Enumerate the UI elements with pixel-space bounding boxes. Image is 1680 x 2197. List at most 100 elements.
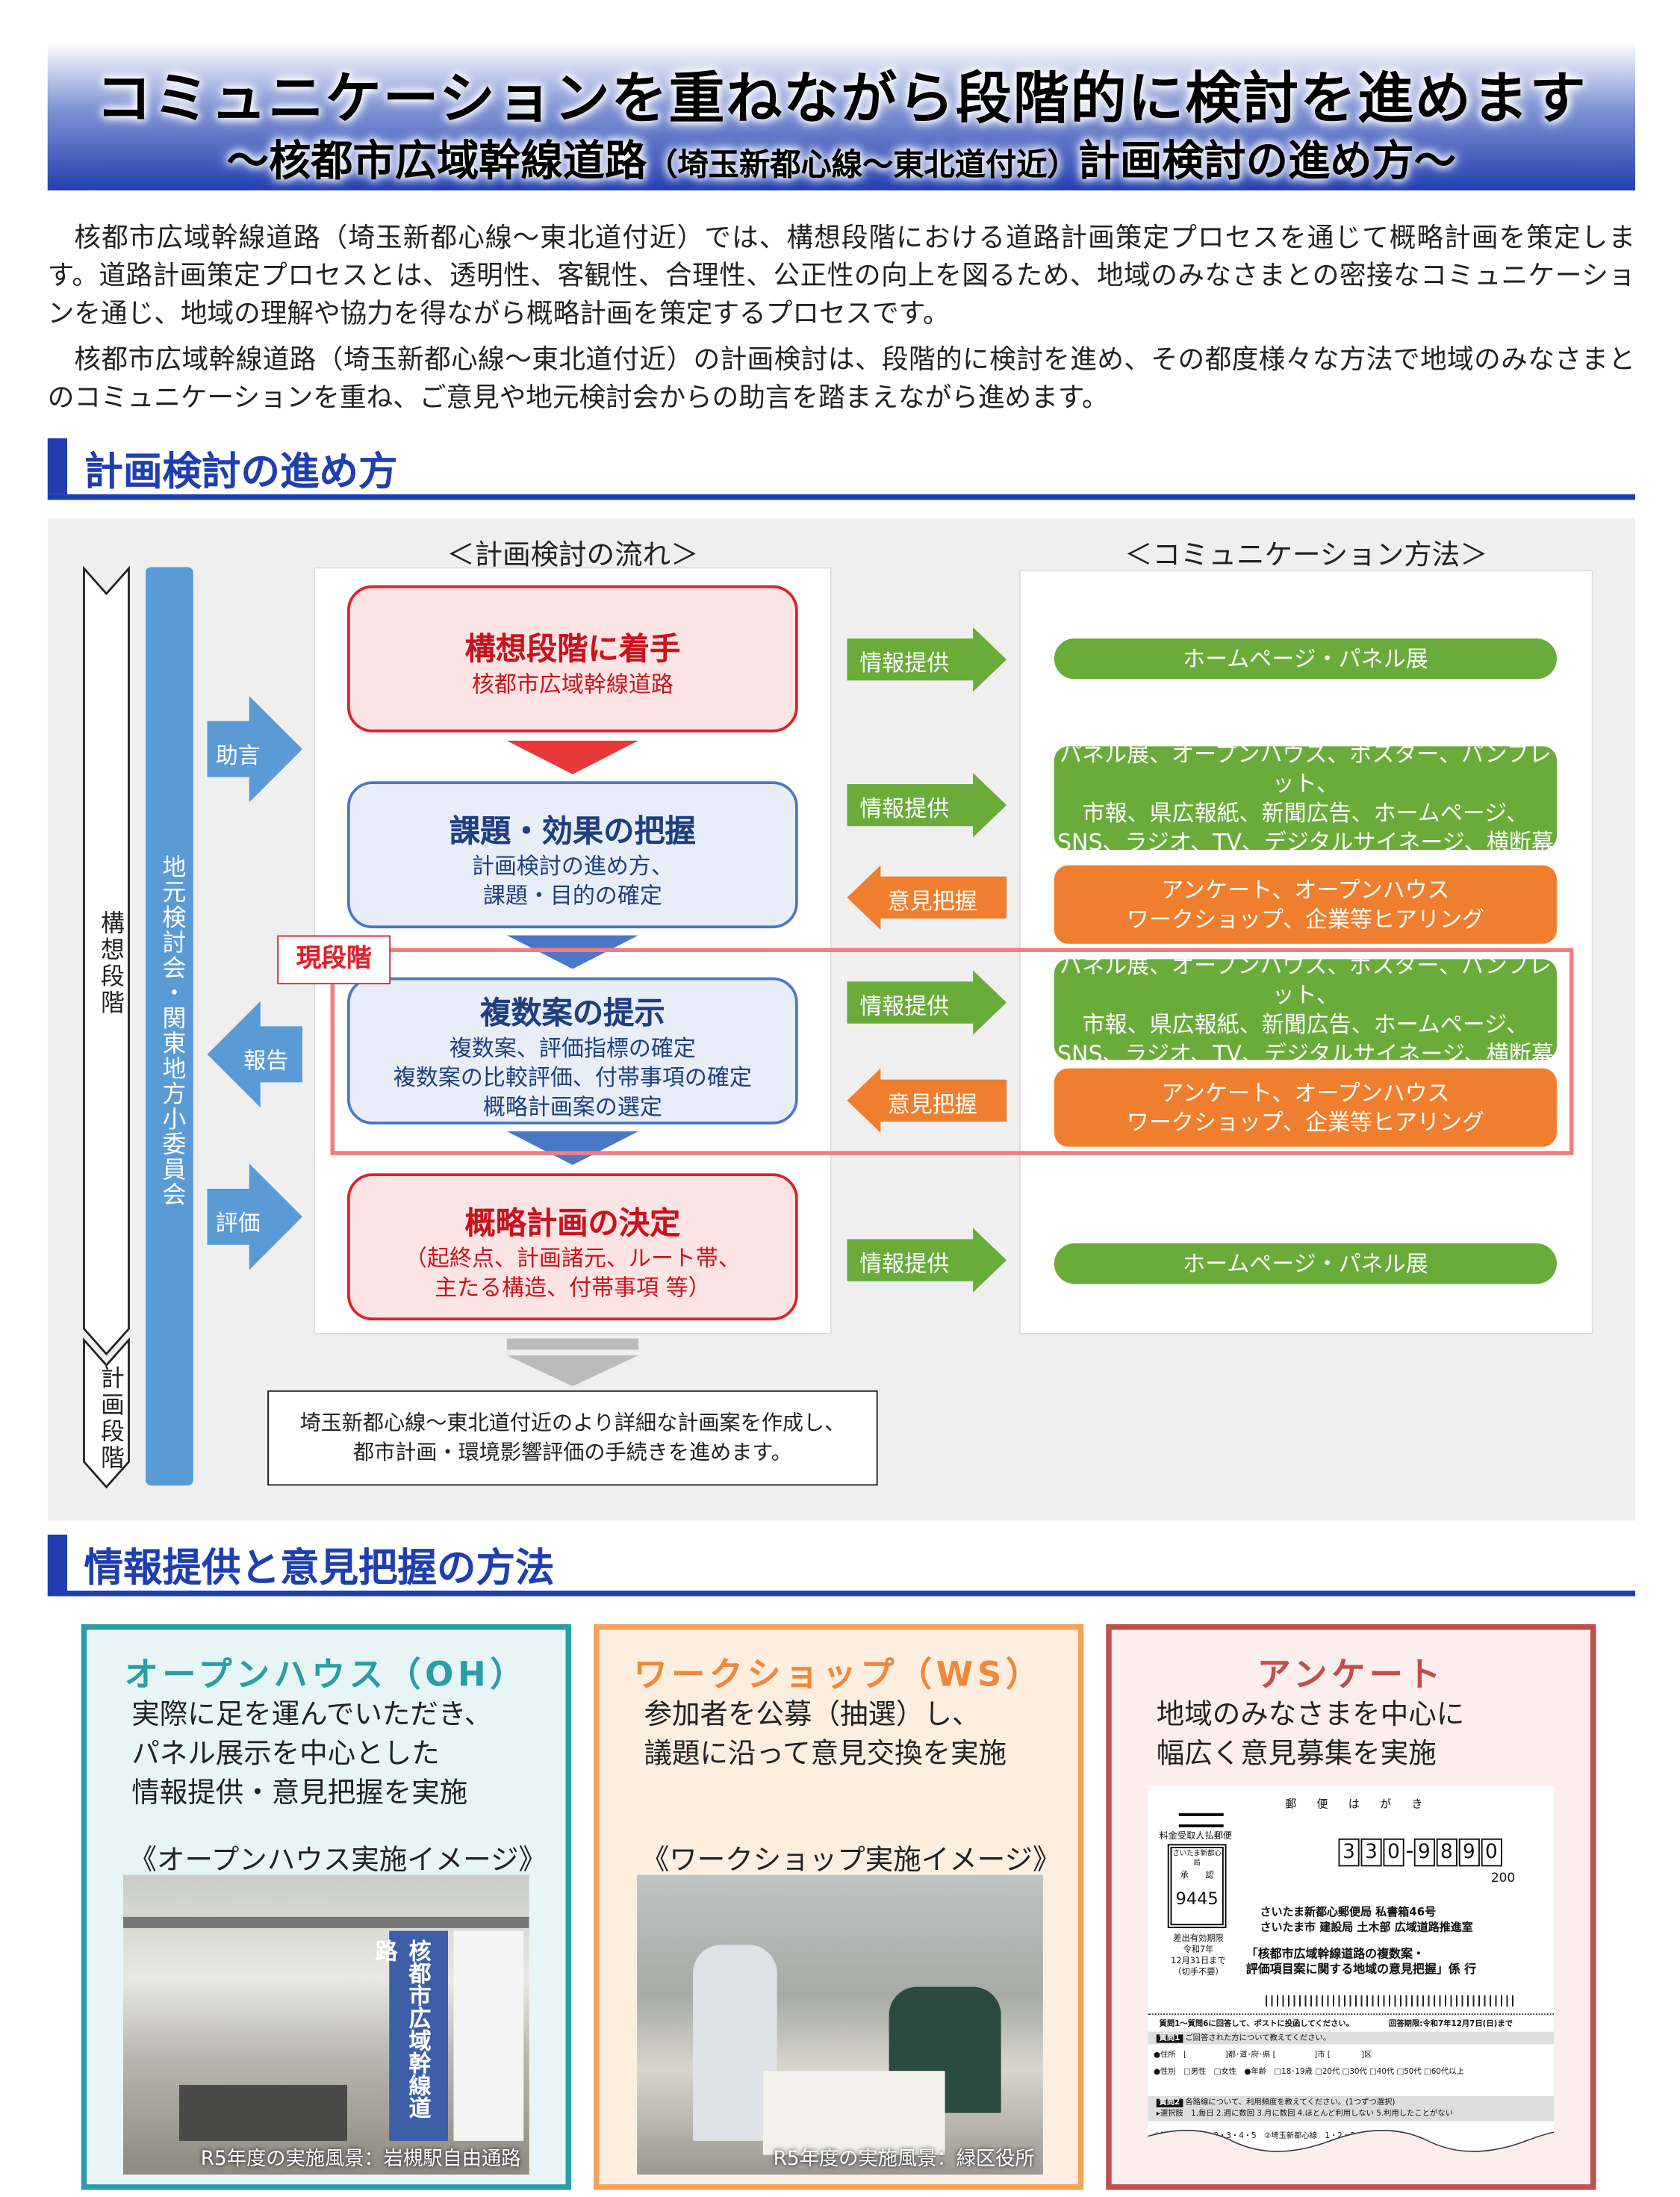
page-title: コミュニケーションを重ねながら段階的に検討を進めます (96, 67, 1587, 132)
workshop-photo: R5年度の実施風景：緑区役所 (637, 1874, 1043, 2175)
advice-arrow (207, 695, 302, 803)
step-sub: （起終点、計画諸元、ルート帯、 主たる構造、付帯事項 等） (404, 1244, 741, 1301)
open-house-photo: 核都市広域幹線道路 R5年度の実施風景：岩槻駅自由通路 (123, 1874, 529, 2175)
postcard-fee: 料金受取人払郵便 (1159, 1830, 1233, 1842)
zip-digit: 8 (1436, 1838, 1457, 1867)
stage-plan-label: 計画段階 (95, 1365, 124, 1472)
zip-digit: 3 (1338, 1838, 1360, 1867)
arrow-label: 情報提供 (859, 795, 950, 822)
subtitle-part: 計画検討の進め方～ (1077, 137, 1456, 187)
postcard-instr: 質問1～質問6に回答して、ポストに投函してください。 (1159, 2020, 1354, 2029)
section-heading: 情報提供と意見把握の方法 (47, 1535, 1635, 1597)
card-title: アンケート (1257, 1655, 1446, 1694)
q2-choices: ▸選択肢 1.毎日 2.週に数回 3.月に数回 4.ほとんど利用しない 5.利用… (1156, 2110, 1453, 2119)
step-title: 複数案の提示 (480, 997, 665, 1032)
card-survey: アンケート 地域のみなさまを中心に 幅広く意見募集を実施 郵 便 は が き 料… (1106, 1624, 1596, 2190)
card-title: オープンハウス（OH） (124, 1655, 528, 1694)
postcard-addr1: さいたま新都心郵便局 私書箱46号 (1260, 1905, 1437, 1918)
gender-label: ●性別 (1154, 2068, 1176, 2077)
postcard-heading: 郵 便 は が き (1285, 1797, 1431, 1811)
zip-digit: 9 (1458, 1838, 1480, 1867)
next-step-note: 埼玉新都心線～東北道付近のより詳細な計画案を作成し、 都市計画・環境影響評価の手… (267, 1390, 878, 1486)
q2-text: 各路線について、利用頻度を教えてください。(1つずつ選択) (1185, 2098, 1396, 2107)
down-triangle (506, 935, 638, 969)
evaluation-label: 評価 (215, 1210, 261, 1237)
photo-caption: R5年度の実施風景：岩槻駅自由通路 (200, 2148, 521, 2171)
method-pill: アンケート、オープンハウス ワークショップ、企業等ヒアリング (1054, 865, 1557, 944)
photo-caption: R5年度の実施風景：緑区役所 (773, 2148, 1035, 2171)
step-decision: 概略計画の決定（起終点、計画諸元、ルート帯、 主たる構造、付帯事項 等） (347, 1173, 798, 1321)
arrow-label: 意見把握 (887, 1090, 977, 1118)
info-provision-arrow (847, 627, 1007, 692)
card-desc: 地域のみなさまを中心に 幅広く意見募集を実施 (1156, 1697, 1465, 1771)
postcard-deadline: 回答期限:令和7年12月7日(日)まで (1389, 2020, 1513, 2029)
method-pill: パネル展、オープンハウス、ポスター、パンフレット、 市報、県広報紙、新聞広告、ホ… (1054, 952, 1557, 1067)
method-pill: アンケート、オープンハウス ワークショップ、企業等ヒアリング (1054, 1068, 1557, 1147)
stage-concept-label: 構想段階 (95, 910, 124, 1017)
down-triangle (506, 1131, 638, 1165)
page-subtitle: ～核都市広域幹線道路（埼玉新都心線～東北道付近）計画検討の進め方～ (48, 126, 1635, 188)
down-triangle (506, 740, 638, 774)
next-step-arrow (506, 1338, 638, 1387)
evaluation-arrow (207, 1163, 302, 1270)
report-arrow (207, 1001, 302, 1108)
opinion-gathering-arrow (847, 865, 1007, 930)
opinion-gathering-arrow (847, 1068, 1007, 1133)
step-alternatives: 複数案の提示複数案、評価指標の確定 複数案の比較評価、付帯事項の確定 概略計画案… (347, 977, 798, 1125)
card-desc: 実際に足を運んでいただき、 パネル展示を中心とした 情報提供・意見把握を実施 (131, 1697, 493, 1809)
postcard-addr2: さいたま市 建設局 土木部 広域道路推進室 (1260, 1921, 1473, 1934)
age-opts: □18･19歳 □20代 □30代 □40代 □50代 □60代以上 (1274, 2068, 1464, 2077)
zip-digit: 0 (1383, 1838, 1404, 1867)
arrow-label: 情報提供 (859, 650, 950, 677)
image-label: 《オープンハウス実施イメージ》 (128, 1842, 547, 1877)
section-heading: 計画検討の進め方 (47, 438, 1635, 500)
postcard-to: 「核都市広域幹線道路の複数案・ 評価項目案に関する地域の意見把握」係 行 (1245, 1948, 1477, 1977)
subtitle-part: ～核都市広域幹線道路 (226, 137, 647, 187)
banner-text: 核都市広域幹線道路 (371, 1930, 448, 2141)
info-provision-arrow (847, 1228, 1007, 1293)
step-title: 構想段階に着手 (464, 633, 681, 668)
step-title: 課題・効果の把握 (449, 815, 696, 851)
flow-header: ＜計画検討の流れ＞ (447, 538, 699, 571)
info-provision-arrow (847, 773, 1007, 838)
intro-paragraph: 核都市広域幹線道路（埼玉新都心線～東北道付近）の計画検討は、段階的に検討を進め、… (47, 344, 1635, 414)
committee-label: 地元検討会・関東地方小委員会 (157, 854, 185, 1208)
zip-digit: 9 (1413, 1838, 1435, 1867)
gender-opts: □男性 □女性 (1183, 2068, 1237, 2077)
method-pill: ホームページ・パネル展 (1054, 1243, 1557, 1284)
arrow-label: 意見把握 (887, 887, 977, 915)
q1-text: ご回答された方について教えてください。 (1185, 2034, 1331, 2043)
image-label: 《ワークショップ実施イメージ》 (641, 1842, 1061, 1877)
step-sub: 計画検討の進め方、 課題・目的の確定 (471, 852, 673, 909)
intro-paragraph: 核都市広域幹線道路（埼玉新都心線～東北道付近）では、構想段階における道路計画策定… (47, 223, 1635, 329)
card-title: ワークショップ（WS） (633, 1655, 1044, 1694)
card-workshop: ワークショップ（WS） 参加者を公募（抽選）し、 議題に沿って意見交換を実施 《… (594, 1624, 1084, 2190)
section-title: 計画検討の進め方 (84, 448, 398, 494)
methods-header: ＜コミュニケーション方法＞ (1124, 538, 1488, 571)
address-label: ●住所 (1154, 2051, 1176, 2060)
postcard-number: 9445 (1175, 1889, 1219, 1909)
info-provision-arrow (847, 970, 1007, 1035)
postcard-office: さいたま新都心局 (1172, 1849, 1222, 1868)
arrow-label: 情報提供 (859, 1250, 950, 1277)
step-title: 概略計画の決定 (464, 1207, 681, 1243)
card-open-house: オープンハウス（OH） 実際に足を運んでいただき、 パネル展示を中心とした 情報… (81, 1624, 571, 2190)
current-stage-outline (330, 948, 1574, 1155)
postcard-zip-sub: 200 (1490, 1871, 1516, 1886)
advice-label: 助言 (215, 742, 261, 769)
address-fields: [ ]都･道･府･県 [ ]市 [ ]区 (1183, 2051, 1372, 2060)
title-banner: コミュニケーションを重ねながら段階的に検討を進めます ～核都市広域幹線道路（埼玉… (47, 42, 1635, 190)
q2-label: 質問2 (1156, 2098, 1183, 2107)
step-sub: 複数案、評価指標の確定 複数案の比較評価、付帯事項の確定 概略計画案の選定 (393, 1034, 752, 1120)
arrow-label: 情報提供 (859, 992, 950, 1019)
current-stage-badge: 現段階 (277, 935, 391, 985)
stage-down-arrow (83, 565, 130, 1489)
postcard-approve: 承 認 (1180, 1871, 1214, 1881)
method-pill: ホームページ・パネル展 (1054, 638, 1557, 680)
step-issues: 課題・効果の把握計画検討の進め方、 課題・目的の確定 (347, 781, 798, 929)
step-sub: 核都市広域幹線道路 (471, 671, 673, 697)
age-label: ●年齢 (1244, 2068, 1267, 2077)
q1-label: 質問1 (1156, 2034, 1183, 2043)
methods-box (1019, 570, 1593, 1334)
report-label: 報告 (243, 1047, 289, 1075)
